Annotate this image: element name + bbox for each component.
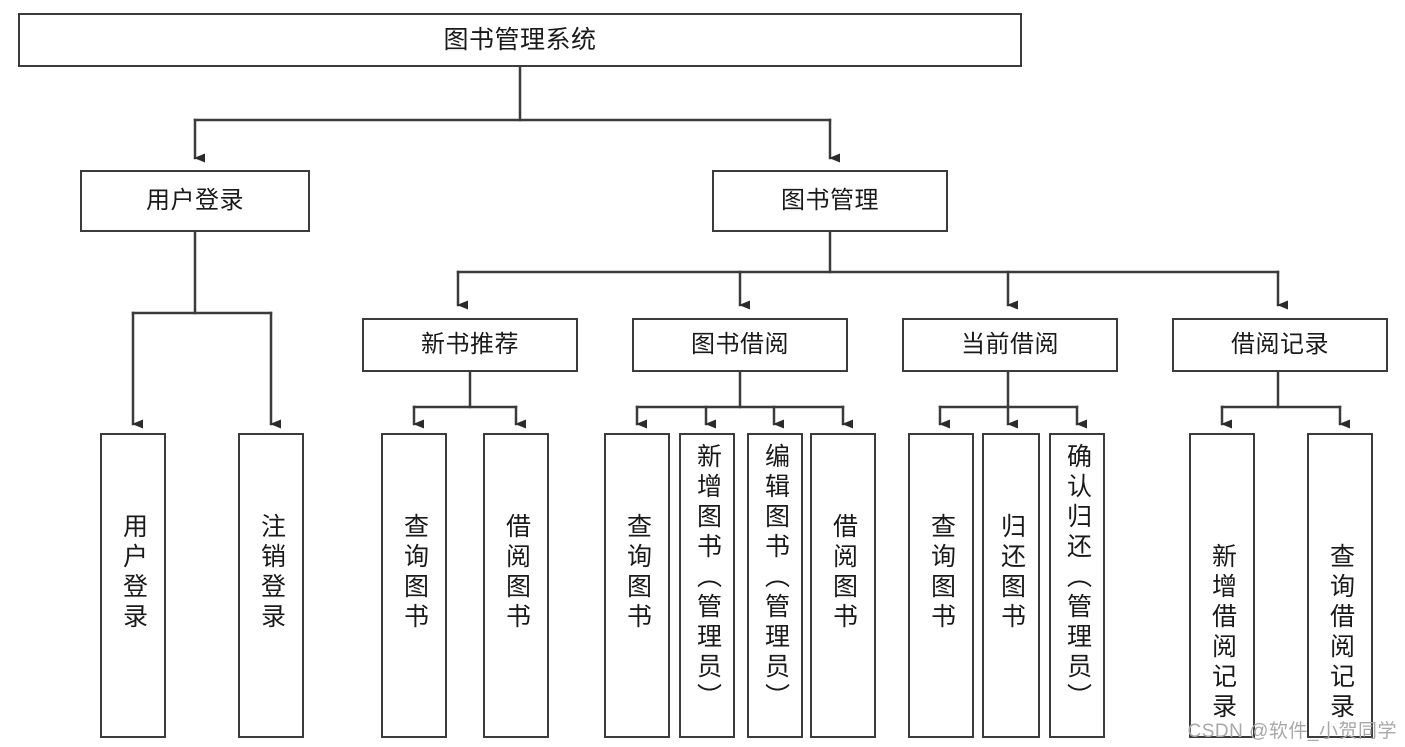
node-leaf-borrow-book-1[interactable]: 借阅图书	[483, 433, 549, 738]
node-leaf-query-record[interactable]: 查询借阅记录	[1307, 433, 1373, 738]
node-leaf-query-record-label: 查询借阅记录	[1326, 543, 1355, 723]
node-book-borrow-label: 图书借阅	[691, 330, 789, 358]
node-root[interactable]: 图书管理系统	[18, 13, 1022, 67]
watermark-text: CSDN @软件_小贺同学	[1187, 721, 1397, 742]
node-leaf-add-record[interactable]: 新增借阅记录	[1189, 433, 1255, 738]
node-root-label: 图书管理系统	[443, 26, 597, 54]
node-book-manage-label: 图书管理	[781, 186, 879, 214]
node-leaf-query-book-1-label: 查询图书	[400, 513, 429, 633]
node-book-manage[interactable]: 图书管理	[712, 170, 948, 232]
node-leaf-add-book[interactable]: 新增图书（管理员）	[679, 433, 735, 738]
node-leaf-add-book-label: 新增图书（管理员）	[693, 443, 722, 713]
node-user-login[interactable]: 用户登录	[80, 170, 310, 232]
node-leaf-logout-login[interactable]: 注销登录	[238, 433, 304, 738]
node-leaf-user-login[interactable]: 用户登录	[100, 433, 166, 738]
node-new-book-recommend-label: 新书推荐	[421, 330, 519, 358]
node-leaf-return-book-label: 归还图书	[997, 513, 1026, 633]
node-leaf-query-book-1[interactable]: 查询图书	[381, 433, 447, 738]
node-leaf-add-record-label: 新增借阅记录	[1208, 543, 1237, 723]
node-current-borrow[interactable]: 当前借阅	[902, 318, 1118, 372]
node-leaf-edit-book[interactable]: 编辑图书（管理员）	[747, 433, 803, 738]
node-leaf-borrow-book-2-label: 借阅图书	[829, 513, 858, 633]
node-leaf-query-book-3-label: 查询图书	[927, 513, 956, 633]
node-leaf-confirm-return[interactable]: 确认归还（管理员）	[1049, 433, 1105, 738]
node-leaf-borrow-book-1-label: 借阅图书	[502, 513, 531, 633]
node-leaf-query-book-2[interactable]: 查询图书	[604, 433, 670, 738]
node-borrow-record[interactable]: 借阅记录	[1172, 318, 1388, 372]
node-leaf-return-book[interactable]: 归还图书	[982, 433, 1040, 738]
node-book-borrow[interactable]: 图书借阅	[632, 318, 848, 372]
node-leaf-confirm-return-label: 确认归还（管理员）	[1063, 443, 1092, 713]
node-leaf-logout-login-label: 注销登录	[257, 513, 286, 633]
node-new-book-recommend[interactable]: 新书推荐	[362, 318, 578, 372]
node-current-borrow-label: 当前借阅	[961, 330, 1059, 358]
node-user-login-label: 用户登录	[146, 186, 244, 214]
node-leaf-query-book-3[interactable]: 查询图书	[908, 433, 974, 738]
node-borrow-record-label: 借阅记录	[1231, 330, 1329, 358]
node-leaf-query-book-2-label: 查询图书	[623, 513, 652, 633]
node-leaf-user-login-label: 用户登录	[119, 513, 148, 633]
node-leaf-borrow-book-2[interactable]: 借阅图书	[810, 433, 876, 738]
node-leaf-edit-book-label: 编辑图书（管理员）	[761, 443, 790, 713]
